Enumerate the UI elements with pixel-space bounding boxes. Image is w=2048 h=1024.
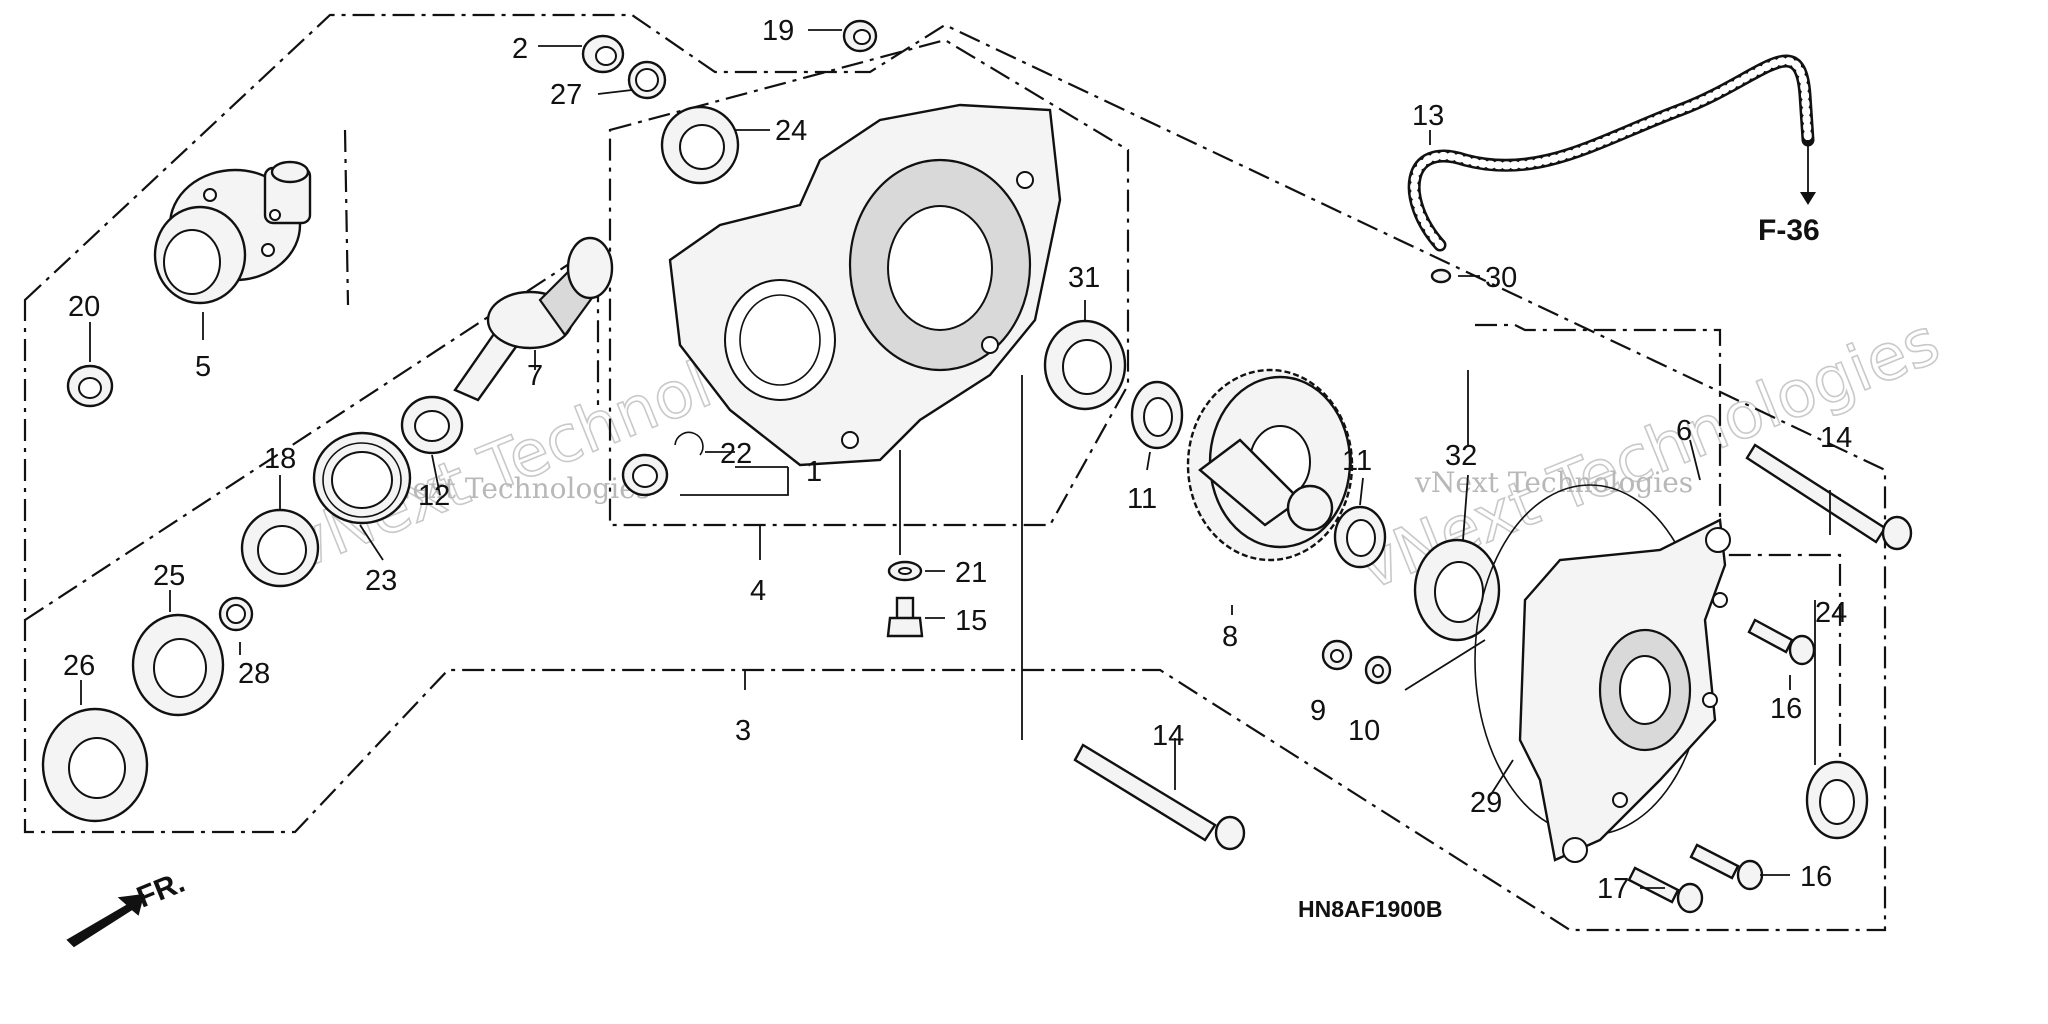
callout-24-right: 24 (1815, 597, 1847, 629)
leader-lines (80, 29, 1831, 889)
callout-13: 13 (1412, 100, 1444, 132)
callout-20: 20 (68, 291, 100, 323)
callout-21: 21 (955, 557, 987, 589)
part-pinion-shaft (453, 236, 614, 402)
part-bolt-16-upper (1747, 618, 1816, 666)
callout-10: 10 (1348, 715, 1380, 747)
part-ring-28 (218, 596, 254, 632)
part-locknut-18 (240, 508, 320, 588)
outline-main (23, 13, 1887, 932)
outline-cover (1475, 323, 1842, 770)
callout-numbers: 1 2 3 4 5 6 7 8 9 10 11 11 12 13 14 14 1… (63, 15, 1852, 905)
callout-11-right: 11 (1342, 445, 1372, 477)
callout-4: 4 (750, 575, 766, 607)
callout-32: 32 (1445, 440, 1477, 472)
part-nut-20 (66, 364, 114, 408)
callout-2: 2 (512, 33, 528, 65)
part-bolt-17 (1627, 866, 1704, 914)
part-bolt-16-lower (1689, 843, 1764, 891)
part-nut-9 (1321, 639, 1353, 671)
part-seal-25 (131, 613, 225, 717)
callout-18: 18 (264, 443, 296, 475)
part-seal-26 (41, 707, 149, 823)
part-washer-21 (887, 560, 923, 582)
watermark-left: vNext Technologies (371, 472, 650, 505)
callout-24-top: 24 (775, 115, 807, 147)
part-seal-24-right (1805, 760, 1869, 840)
callout-8: 8 (1222, 621, 1238, 653)
part-sleeve-1 (621, 453, 669, 497)
part-nut-19 (842, 19, 878, 53)
part-breather-tube (1407, 54, 1815, 252)
part-bearing-23 (312, 431, 412, 525)
part-oring-27 (627, 60, 667, 100)
callout-5: 5 (195, 351, 211, 383)
part-bearing-32 (1413, 538, 1501, 642)
part-clip-30 (1430, 268, 1452, 284)
callout-30: 30 (1485, 262, 1517, 294)
part-seal-11-right (1333, 505, 1387, 569)
callout-16-upper: 16 (1770, 693, 1802, 725)
callout-7: 7 (527, 360, 543, 392)
part-bolt-14-right (1745, 443, 1913, 551)
part-seal-11-left (1130, 380, 1184, 450)
callout-16-lower: 16 (1800, 861, 1832, 893)
part-hub-flange (153, 160, 312, 305)
diagram-code: HN8AF1900B (1298, 896, 1442, 922)
callout-14-right: 14 (1820, 422, 1852, 454)
arrow-down-icon (1800, 192, 1816, 205)
part-washer-10 (1364, 655, 1392, 685)
part-ring-gear (1186, 368, 1354, 562)
callout-1: 1 (806, 456, 822, 488)
part-seal-12 (400, 395, 464, 455)
callout-25: 25 (153, 560, 185, 592)
callout-23: 23 (365, 565, 397, 597)
callout-28: 28 (238, 658, 270, 690)
callout-3: 3 (735, 715, 751, 747)
front-arrow-icon (66, 893, 145, 948)
part-bolt-14-center (1073, 743, 1246, 851)
callout-29: 29 (1470, 787, 1502, 819)
callout-11-left: 11 (1127, 483, 1157, 515)
part-bolt-15 (886, 596, 924, 638)
callout-26: 26 (63, 650, 95, 682)
callout-9: 9 (1310, 695, 1326, 727)
part-gear-case (668, 103, 1062, 467)
callout-12: 12 (418, 480, 450, 512)
callout-17: 17 (1597, 873, 1629, 905)
part-bearing-24-top (660, 105, 740, 185)
part-cap-2 (581, 34, 625, 74)
callout-27: 27 (550, 79, 582, 111)
callout-22: 22 (720, 438, 752, 470)
callout-15: 15 (955, 605, 987, 637)
callout-19: 19 (762, 15, 794, 47)
part-cover-6 (1518, 518, 1731, 863)
part-clip-22 (674, 431, 704, 456)
callout-31: 31 (1068, 262, 1100, 294)
callout-6: 6 (1676, 415, 1692, 447)
outline-hub-right (343, 129, 350, 306)
reference-label: F-36 (1758, 214, 1820, 247)
front-label: FR. (132, 866, 189, 915)
part-bearing-31 (1043, 319, 1127, 411)
callout-14-center: 14 (1152, 720, 1184, 752)
